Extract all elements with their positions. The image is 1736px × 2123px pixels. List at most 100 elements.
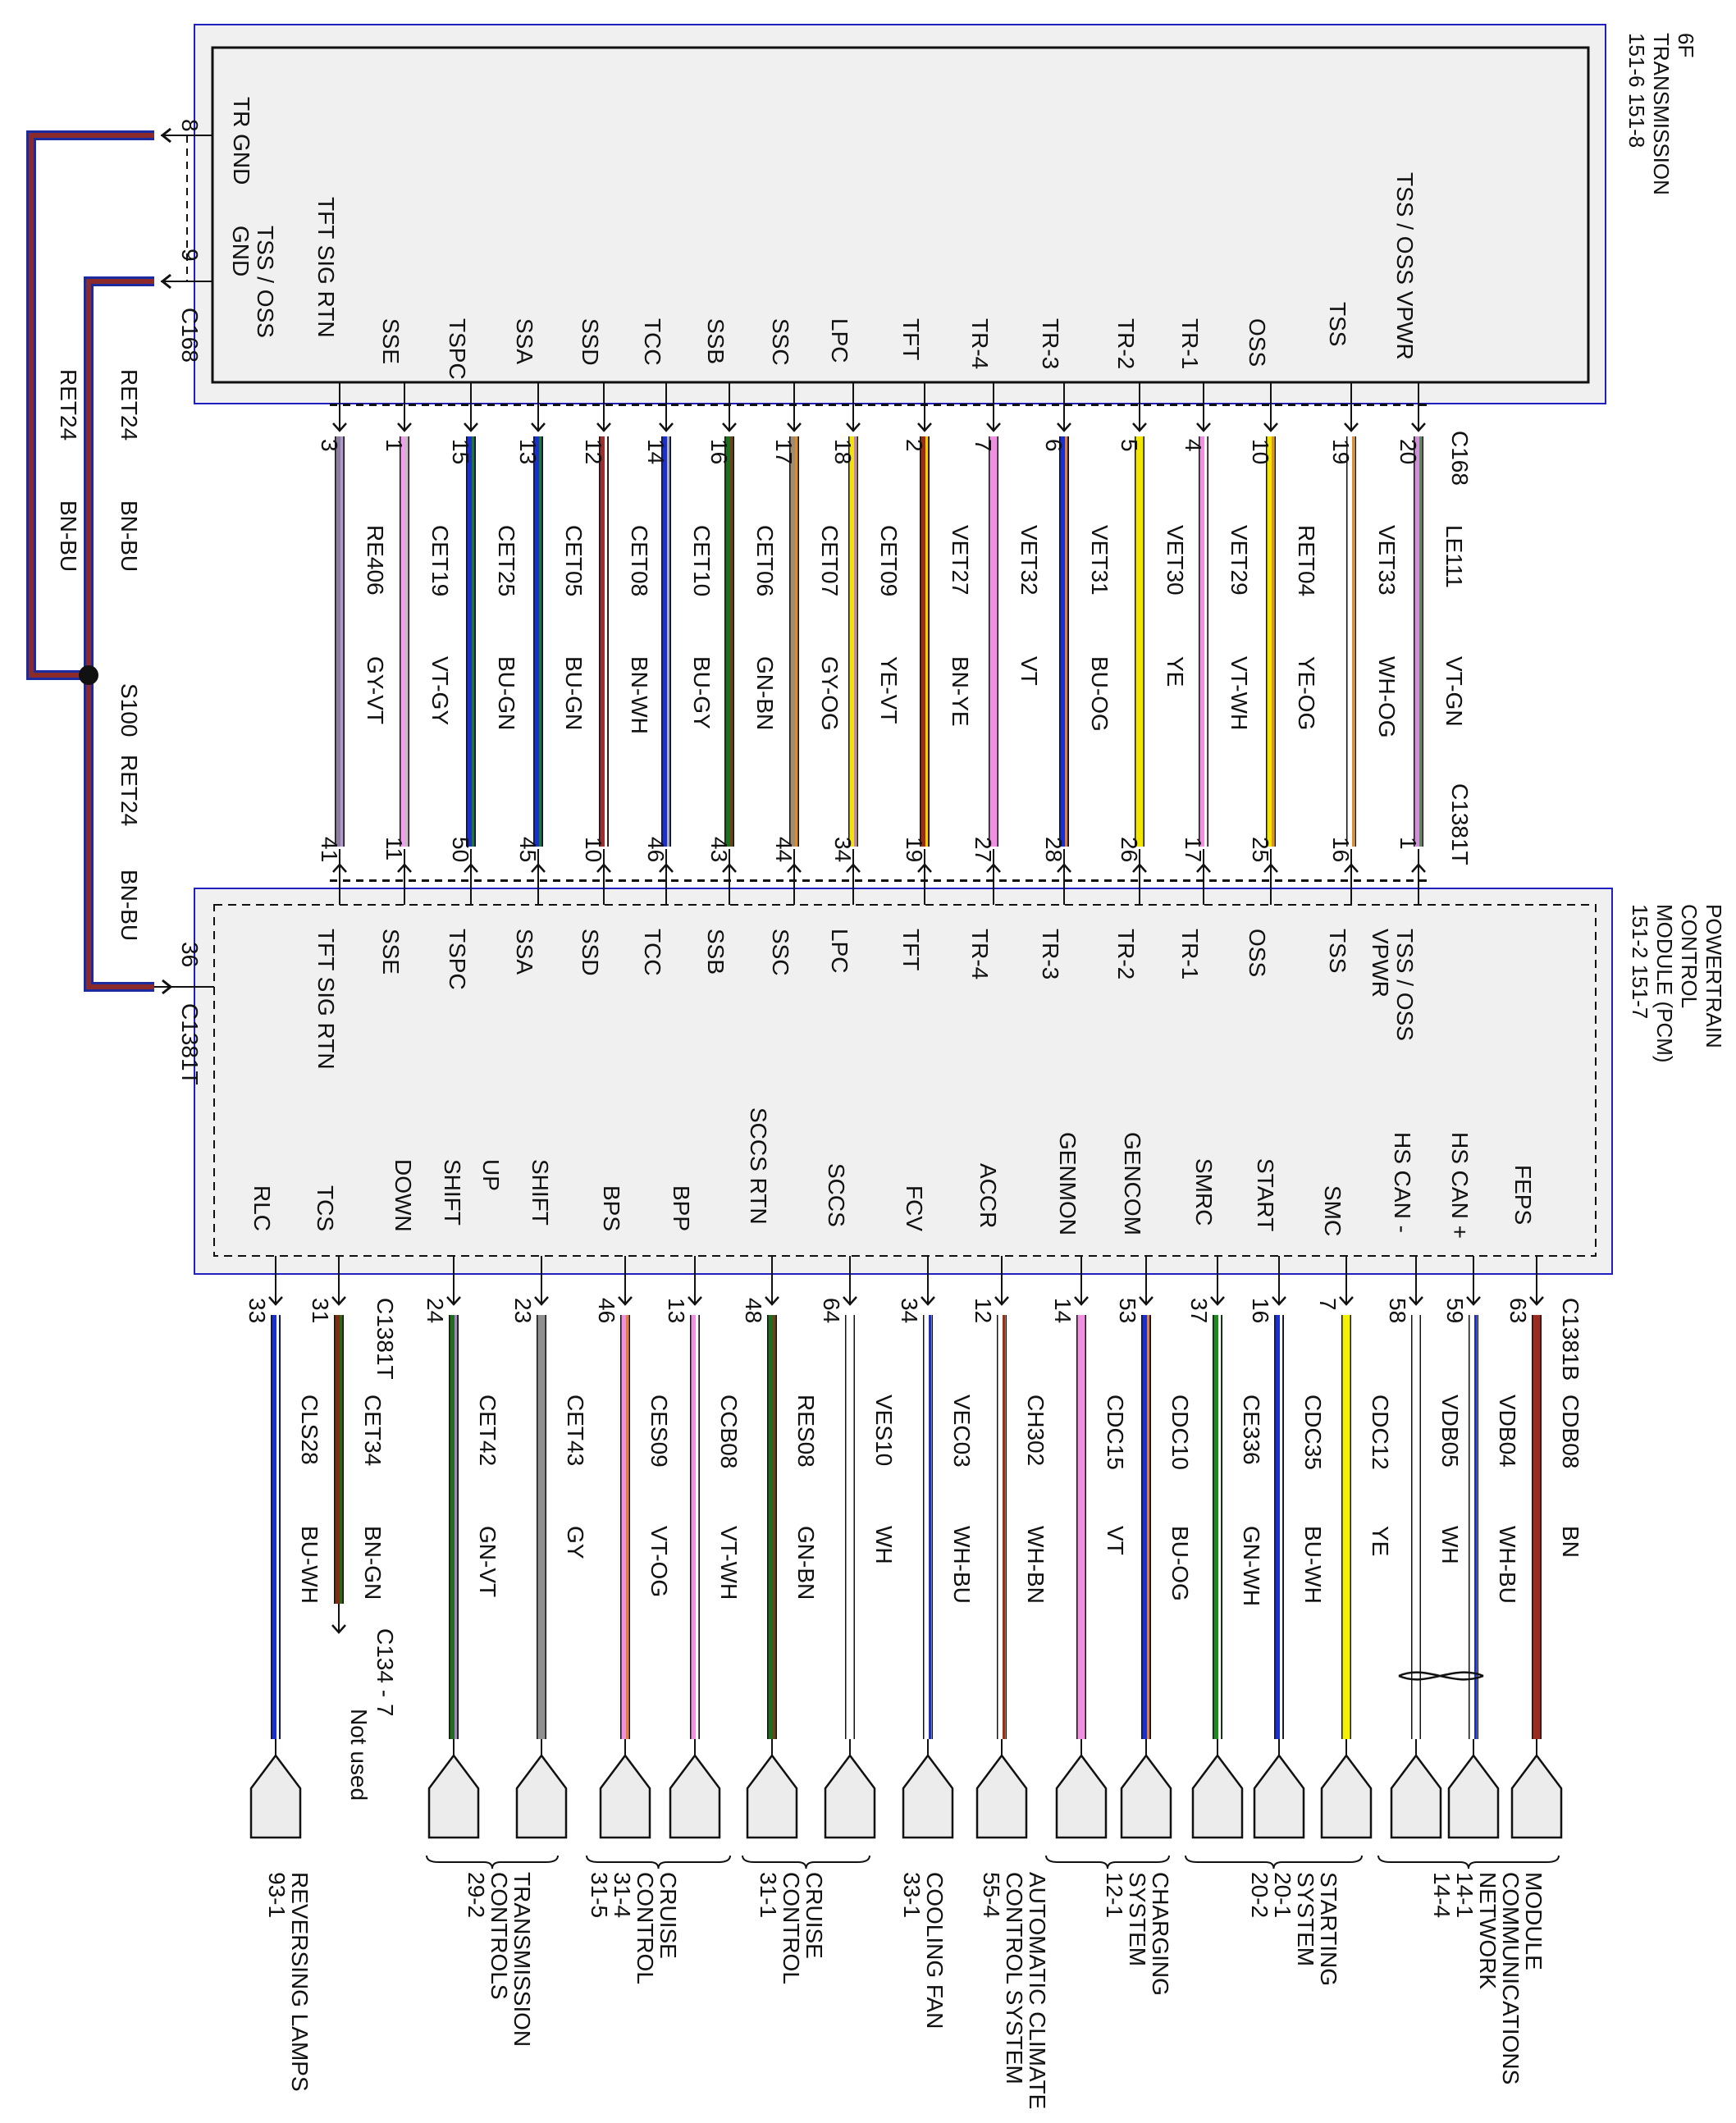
lower-wire-cet43-pin: 23: [510, 1298, 536, 1323]
lower-wire-cet43-arrow: [534, 1296, 549, 1306]
pcm-lower-pin-smrc: SMRC: [1191, 1158, 1217, 1226]
upper-wire-ret04-color: [1267, 436, 1275, 847]
upper-wire-vet31-top-pin: 6: [1041, 439, 1067, 452]
upper-wire-vet30-top-pin: 5: [1117, 439, 1142, 452]
pcm-lower-pin-feps: FEPS: [1510, 1165, 1536, 1225]
ground-wire-circuit: RET24: [56, 369, 81, 441]
upper-wire-vet29-color: [1199, 436, 1208, 847]
upper-wire-cet07-color-code: GY-OG: [817, 656, 843, 731]
upper-wire-cet09-color-code: YE-VT: [876, 656, 902, 724]
upper-wire-cet10-top-pin: 14: [643, 439, 669, 464]
transmission-pin-ssd: SSD: [578, 318, 603, 366]
upper-wire-cet09-bottom-arrow: [846, 863, 861, 873]
upper-wire-cet19-bottom-arrow: [397, 863, 412, 873]
pcm-lower-pin-fcv: FCV: [902, 1185, 927, 1231]
lower-wire-res08: [767, 1315, 777, 1739]
pcm-upper-pin-sse: SSE: [378, 929, 404, 975]
upper-wire-vet32-top-arrow: [986, 422, 1001, 432]
lower-wire-cdc10-color: [1142, 1315, 1150, 1739]
pcm-upper-pin-ssa: SSA: [512, 929, 537, 975]
lower-wire-vdb05-circuit: VDB05: [1437, 1395, 1463, 1468]
splice-s100-label: S100: [116, 683, 142, 737]
upper-wire-cet25-bottom-pin: 50: [448, 837, 473, 862]
upper-wire-re406-top-arrow: [332, 422, 347, 432]
lower-wire-cet34-stripe: [340, 1315, 342, 1604]
lower-wire-ccb08-color: [691, 1315, 699, 1739]
upper-wire-cet05-color-code: BU-GN: [561, 656, 587, 730]
upper-wire-cet06-stripe: [730, 436, 733, 847]
upper-wire-le111-top-arrow: [1411, 422, 1426, 432]
lower-wire-ccb08-pin: 13: [664, 1298, 689, 1323]
upper-wire-cet05: [533, 436, 543, 847]
upper-wire-cet25-color-code: BU-GN: [494, 656, 519, 730]
upper-wire-cet10-color: [662, 436, 670, 847]
lower-wire-cdc35-pin: 16: [1248, 1298, 1273, 1323]
pcm-upper-pin-ssd: SSD: [578, 929, 603, 976]
not-used-label: Not used: [346, 1709, 372, 1801]
lower-wire-cet42-color: [450, 1315, 458, 1739]
c168-connector-outline: [329, 404, 1430, 406]
pcm-title-line: CONTROL: [1677, 904, 1702, 1008]
upper-wire-vet32-circuit: VET32: [1016, 525, 1042, 596]
lower-wire-cet43-color: [537, 1315, 546, 1739]
upper-wire-ret04-stripe: [1272, 436, 1274, 847]
lower-wire-ce336-connector: [1191, 1753, 1244, 1839]
lower-wire-cdc10-arrow: [1139, 1296, 1154, 1306]
upper-wire-le111-top-pin: 20: [1396, 439, 1421, 464]
lower-wire-cls28-color: [272, 1315, 280, 1739]
upper-wire-le111-bottom-pin: 1: [1396, 837, 1421, 850]
lower-wire-vdb04-connector: [1447, 1753, 1500, 1839]
upper-wire-re406: [335, 436, 345, 847]
upper-wire-vet31: [1059, 436, 1069, 847]
lower-wire-cdc12-color: [1342, 1315, 1350, 1739]
lower-wire-cdb08-color: [1533, 1315, 1541, 1739]
lower-wire-cls28-arrow: [268, 1296, 283, 1306]
lower-wire-vec03-arrow: [921, 1296, 935, 1306]
lower-wire-cdc15-color-code: VT: [1103, 1526, 1128, 1555]
lower-wire-cet43-circuit: CET43: [563, 1395, 588, 1466]
lower-wire-cet34-circuit: CET34: [360, 1395, 386, 1466]
transmission-tr-gnd-label: TR GND: [229, 97, 254, 185]
lower-wire-cdc12-connector: [1320, 1753, 1373, 1839]
pcm-lower-pin-down-shift: SHIFT: [440, 1159, 465, 1226]
lower-wire-cet34-arrow: [331, 1296, 346, 1306]
upper-wire-vet31-color-code: BU-OG: [1087, 656, 1112, 732]
upper-wire-vet30-color: [1135, 436, 1144, 847]
upper-wire-vet29-color-code: VT-WH: [1227, 656, 1252, 730]
lower-wire-vec03-connector: [902, 1753, 954, 1839]
destination-label: CHARGING: [1148, 1872, 1173, 1996]
transmission-pin-tr-4: TR-4: [967, 318, 993, 369]
lower-wire-cdc35-stripe: [1280, 1315, 1282, 1739]
transmission-pin-oss: OSS: [1245, 318, 1270, 367]
destination-label: SYSTEM: [1125, 1872, 1150, 1966]
upper-wire-cet19: [400, 436, 409, 847]
lower-wire-ce336-pin: 37: [1186, 1298, 1212, 1323]
upper-wire-cet10-top-arrow: [659, 422, 674, 432]
lower-wire-cdc12: [1341, 1315, 1351, 1739]
lower-wire-ces09-color-code: VT-OG: [646, 1526, 672, 1597]
upper-wire-vet33-bottom-arrow: [1344, 863, 1359, 873]
transmission-pin-ssb: SSB: [703, 318, 729, 364]
lower-wire-cdc35-color: [1275, 1315, 1283, 1739]
pcm-lower-pin-sccs: SCCS: [824, 1163, 849, 1227]
connector-c168-left: C168: [177, 308, 203, 363]
pcm-upper-pin-tcc: TCC: [640, 929, 665, 976]
upper-wire-cet09-stripe: [854, 436, 857, 847]
lower-wire-ccb08-stripe: [696, 1315, 698, 1739]
lower-wire-cet34: [334, 1315, 344, 1604]
lower-wire-res08-pin: 48: [741, 1298, 766, 1323]
upper-wire-vet32-color: [989, 436, 998, 847]
pcm-lower-pin-start: START: [1253, 1158, 1278, 1231]
ground-wire-color: BN-BU: [116, 870, 142, 941]
pcm-lower-pin-smc: SMC: [1320, 1185, 1345, 1236]
upper-wire-vet29-top-arrow: [1196, 422, 1211, 432]
pcm-lower-pin-hs-can-: HS CAN -: [1390, 1132, 1415, 1233]
lower-wire-ves10-color: [846, 1315, 854, 1739]
upper-wire-cet05-color: [534, 436, 542, 847]
destination-label: COOLING FAN: [922, 1872, 948, 2029]
lower-wire-res08-arrow: [765, 1296, 779, 1306]
lower-wire-ces09: [620, 1315, 630, 1739]
